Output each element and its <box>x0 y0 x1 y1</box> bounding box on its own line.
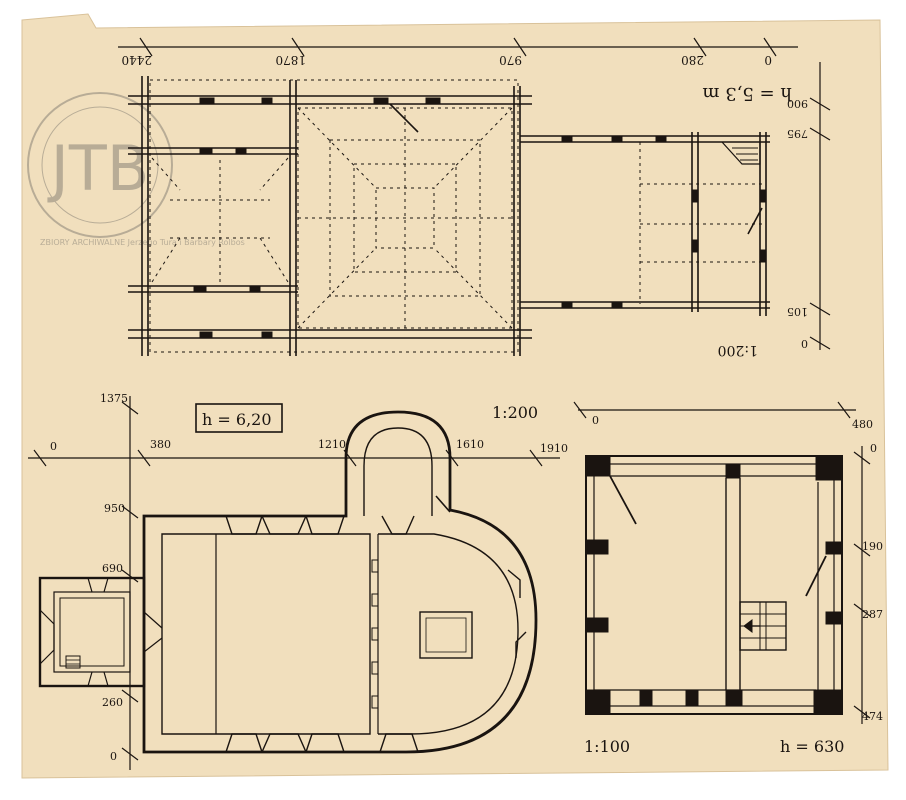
dim-label: 970 <box>499 53 522 67</box>
dim-label: 0 <box>592 414 599 427</box>
dim-label: 0 <box>870 442 877 455</box>
tower-plan <box>573 401 871 724</box>
main-plan-scale: 1:200 <box>492 403 538 422</box>
dim-label: 190 <box>862 540 883 553</box>
height-box <box>195 403 283 433</box>
dim-label: 1610 <box>456 438 484 451</box>
dim-label: 474 <box>862 710 883 723</box>
main-plan-labels: h = 6,20 1:200 0 380 1210 1610 1910 1375… <box>50 392 568 763</box>
dim-label: 1910 <box>540 442 568 455</box>
side-label: 900 <box>787 97 808 110</box>
main-plan <box>28 396 560 770</box>
dim-label: 2440 <box>121 53 152 67</box>
height-box-text: h = 6,20 <box>202 410 272 429</box>
dim-label: 0 <box>50 440 57 453</box>
dim-label: 950 <box>104 502 125 515</box>
tower-plan-height: h = 630 <box>780 737 844 756</box>
side-label: 105 <box>787 305 808 318</box>
dim-label: 380 <box>150 438 171 451</box>
dim-label: 280 <box>681 53 704 67</box>
tower-plan-labels: 0 480 0 190 287 474 1:100 h = 630 <box>584 414 883 756</box>
side-label: 0 <box>801 337 808 350</box>
dim-label: 287 <box>862 608 883 621</box>
tower-plan-scale: 1:100 <box>584 737 630 756</box>
top-plan-dim-labels: 2440 1870 970 280 0 900 795 105 0 h = 5,… <box>121 53 808 358</box>
top-plan <box>118 37 831 356</box>
dim-label: 690 <box>102 562 123 575</box>
top-plan-height: h = 5,3 m <box>702 83 792 104</box>
top-plan-scale: 1:200 <box>718 342 758 358</box>
paper-sheet <box>21 13 889 779</box>
dim-label: 1870 <box>275 53 306 67</box>
dim-label: 260 <box>102 696 123 709</box>
stamp-monogram: JTB <box>47 132 150 205</box>
dim-label: 1210 <box>318 438 346 451</box>
dim-label: 0 <box>764 53 772 67</box>
dim-label: 0 <box>110 750 117 763</box>
side-label: 795 <box>787 127 808 140</box>
dim-label: 1375 <box>100 392 128 405</box>
dim-label: 480 <box>852 418 873 431</box>
